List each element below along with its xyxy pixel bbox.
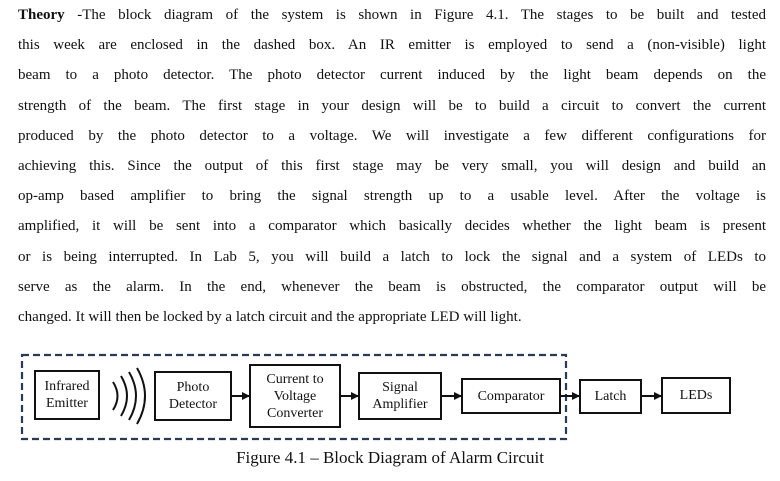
paragraph-line-6: achieving this. Since the output of this… xyxy=(18,157,766,174)
paragraph-line-3: beam to a photo detector. The photo dete… xyxy=(18,67,766,84)
paragraph-line-4: strength of the beam. The first stage in… xyxy=(18,97,766,114)
paragraph-line-9: or is being interrupted. In Lab 5, you w… xyxy=(18,248,766,265)
paragraph-line-5: produced by the photo detector to a volt… xyxy=(18,127,766,144)
paragraph-line-8: amplified, it will be sent into a compar… xyxy=(18,218,766,235)
block-comparator: Comparator xyxy=(461,378,561,414)
figure-caption: Figure 4.1 – Block Diagram of Alarm Circ… xyxy=(236,448,544,467)
block-leds: LEDs xyxy=(661,377,731,414)
paragraph-line-11: changed. It will then be locked by a lat… xyxy=(18,308,522,325)
ir-wave-icon xyxy=(112,367,146,425)
paragraph-line-1: Theory -The block diagram of the system … xyxy=(18,7,766,23)
paragraph-line-2: this week are enclosed in the dashed box… xyxy=(18,37,766,54)
paragraph-line-10: serve as the alarm. In the end, whenever… xyxy=(18,278,766,295)
block-latch: Latch xyxy=(579,379,642,414)
paragraph-line-7: op-amp based amplifier to bring the sign… xyxy=(18,188,766,205)
theory-paragraph: Theory -The block diagram of the system … xyxy=(18,0,766,332)
theory-heading: Theory xyxy=(18,7,65,23)
